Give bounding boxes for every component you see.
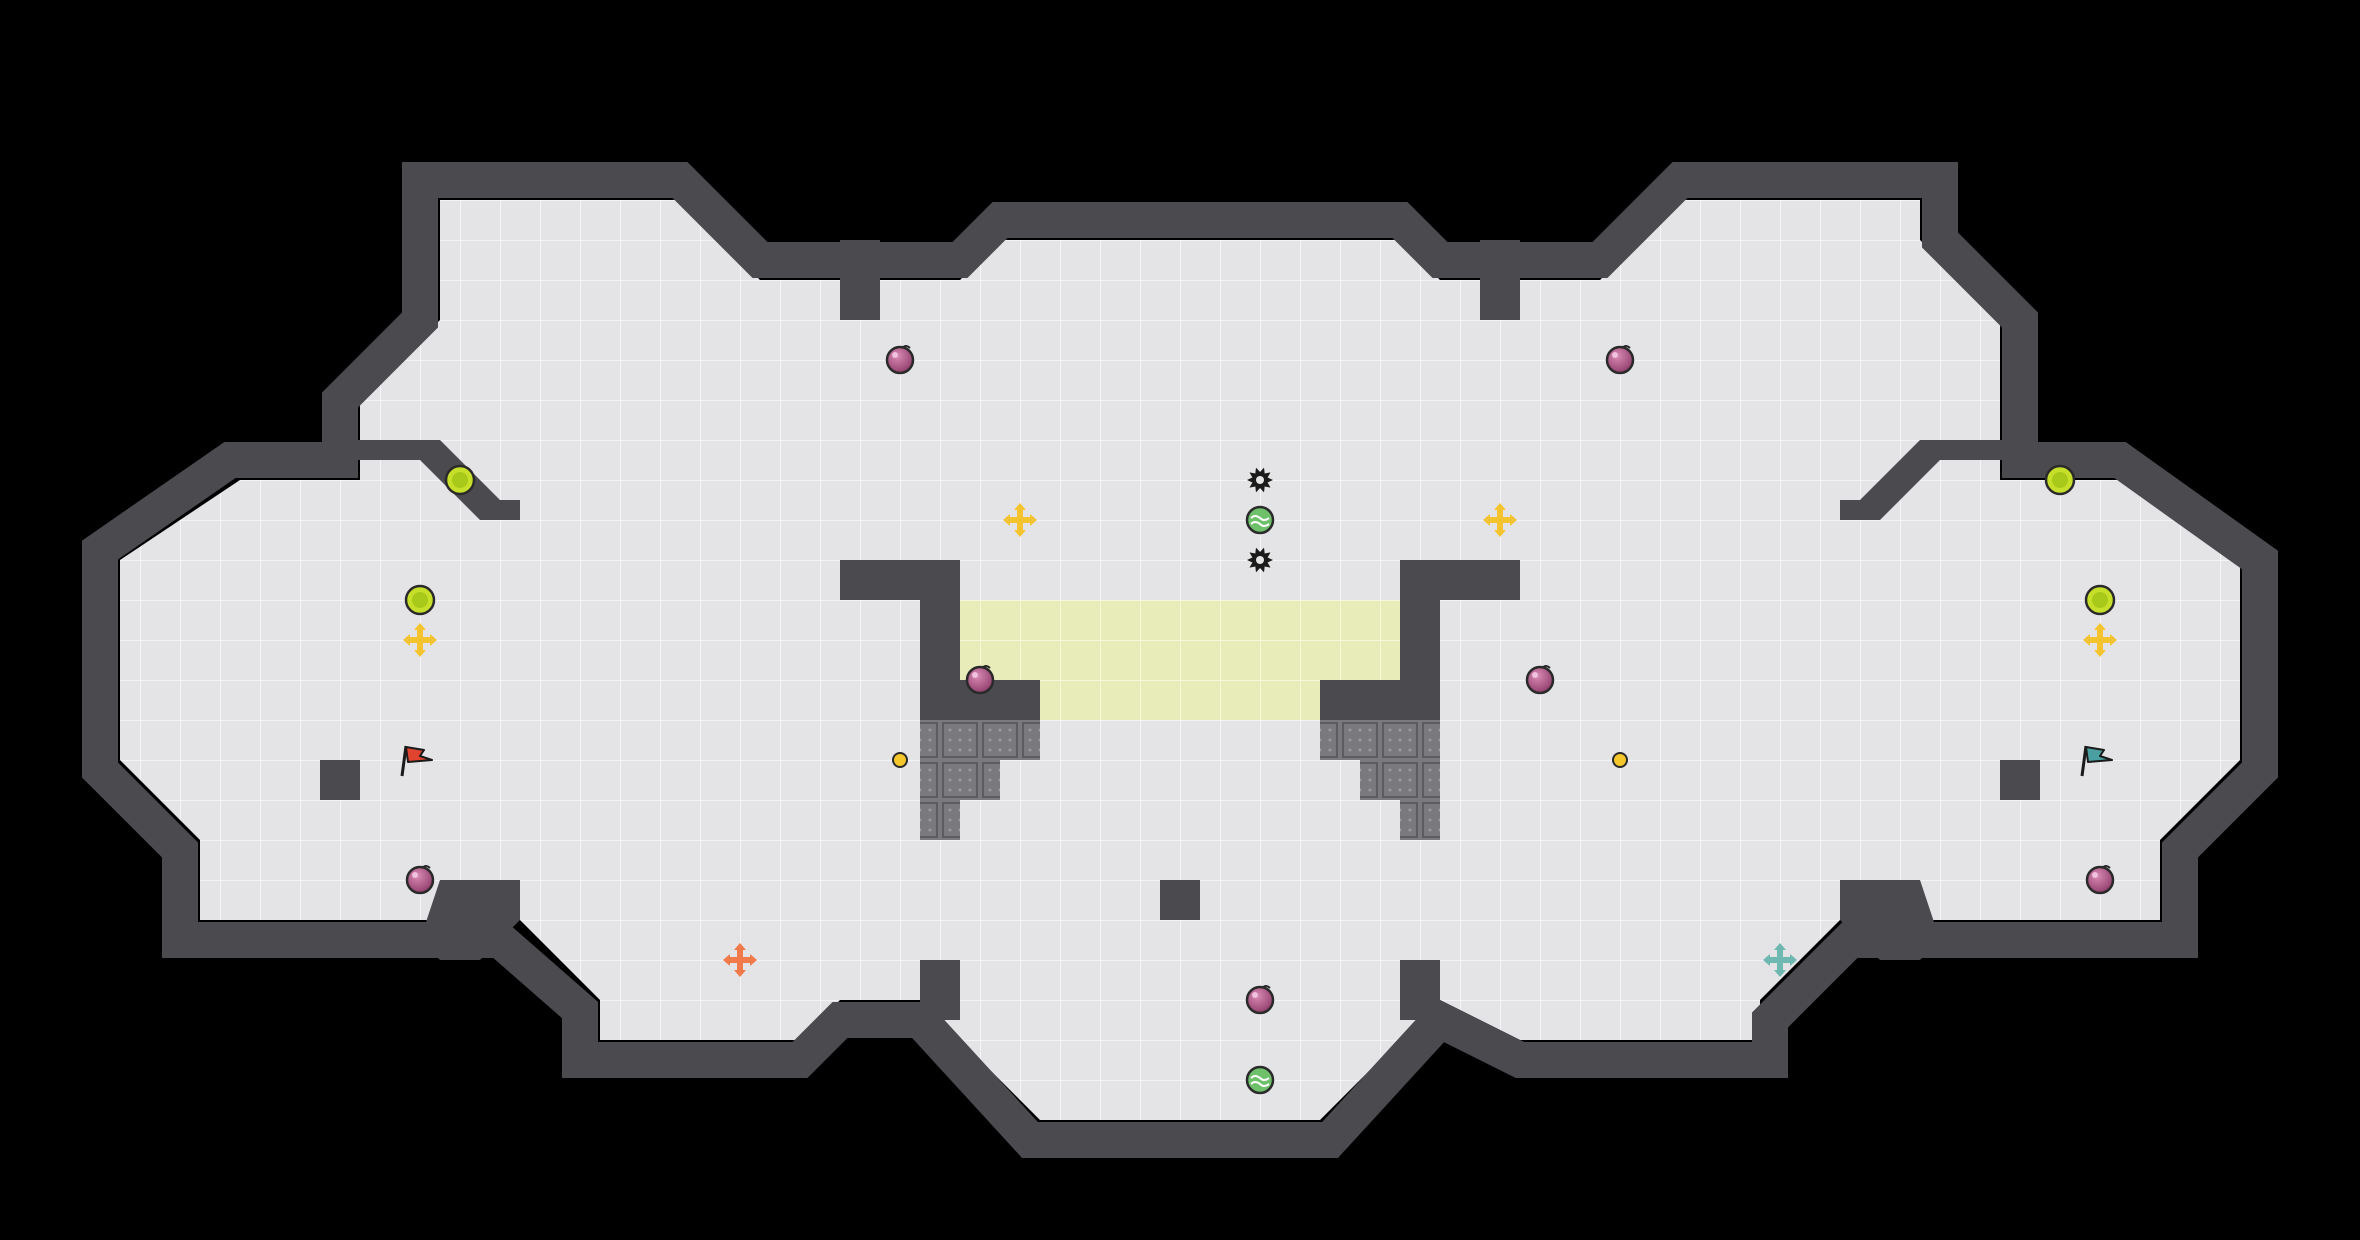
button-icon	[892, 752, 908, 768]
bomb-icon	[405, 865, 435, 895]
boost-icon	[404, 584, 436, 616]
yellow-portal-icon	[1003, 503, 1037, 537]
gate-tiles-right	[1320, 720, 1440, 840]
gate-tiles-left	[920, 720, 1040, 840]
powerup-icon	[1245, 505, 1275, 535]
boost-icon	[2084, 584, 2116, 616]
red-portal-icon	[723, 943, 757, 977]
map-objects	[400, 345, 2117, 1095]
bomb-icon	[1245, 985, 1275, 1015]
powerup-icon	[1245, 1065, 1275, 1095]
neutral-zone	[960, 600, 1400, 720]
boost-icon	[2044, 464, 2076, 496]
yellow-portal-icon	[403, 623, 437, 657]
yellow-portal-icon	[2083, 623, 2117, 657]
teal-portal-icon	[1763, 943, 1797, 977]
bomb-icon	[1525, 665, 1555, 695]
bomb-icon	[885, 345, 915, 375]
bomb-icon	[965, 665, 995, 695]
blue-flag-icon	[2080, 745, 2113, 777]
spike-icon	[1247, 467, 1273, 493]
bomb-icon	[1605, 345, 1635, 375]
bomb-icon	[2085, 865, 2115, 895]
yellow-portal-icon	[1483, 503, 1517, 537]
boost-icon	[444, 464, 476, 496]
red-flag-icon	[400, 745, 433, 777]
spike-icon	[1247, 547, 1273, 573]
button-icon	[1612, 752, 1628, 768]
